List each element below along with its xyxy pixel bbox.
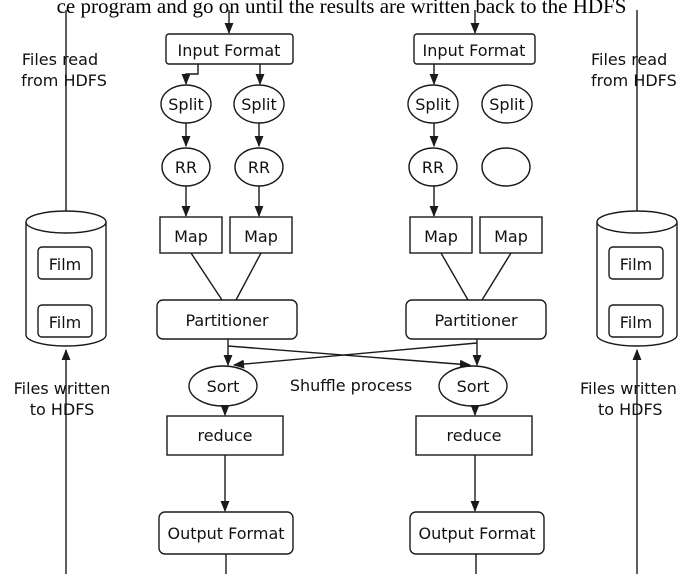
left-reduce-label: reduce — [197, 426, 252, 445]
right-empty-node — [481, 147, 531, 187]
left-rr-label-2: RR — [248, 158, 270, 177]
right-read-label-line2: from HDFS — [591, 71, 677, 90]
right-split-node-2 — [481, 84, 533, 124]
left-film-label-1: Film — [49, 255, 82, 274]
left-write-label-line1: Files written — [14, 379, 111, 398]
left-partitioner-box — [156, 299, 298, 340]
right-split-label-2: Split — [489, 95, 524, 114]
left-map-box-2 — [229, 216, 293, 254]
right-sort-label: Sort — [457, 377, 490, 396]
right-output-format-label: Output Format — [418, 524, 535, 543]
right-hdfs-cylinder: Film Film — [596, 210, 678, 347]
right-reduce-label: reduce — [446, 426, 501, 445]
left-map-label-2: Map — [244, 227, 278, 246]
right-map1-to-partitioner-line — [440, 252, 469, 301]
right-write-label-line1: Files written — [580, 379, 677, 398]
left-hdfs-cylinder: Film Film — [25, 210, 107, 347]
right-map-box-1 — [409, 216, 473, 254]
left-split-label-2: Split — [241, 95, 276, 114]
left-output-format-label: Output Format — [167, 524, 284, 543]
left-input-to-split1-arrow — [181, 64, 199, 86]
right-partitioner-box — [405, 299, 547, 340]
left-film-label-2: Film — [49, 313, 82, 332]
left-reduce-box — [166, 415, 284, 456]
right-rr-node — [408, 147, 458, 187]
right-map2-to-partitioner-line — [481, 252, 512, 301]
right-partitioner-label: Partitioner — [434, 311, 518, 330]
left-map-box-1 — [159, 216, 223, 254]
right-film-box-2 — [608, 304, 664, 338]
left-film-box-2 — [37, 304, 93, 338]
left-input-format-box — [165, 33, 294, 65]
right-input-format-box — [413, 33, 536, 65]
right-rr-label: RR — [422, 158, 444, 177]
left-map-label-1: Map — [174, 227, 208, 246]
right-map-label-2: Map — [494, 227, 528, 246]
left-map2-to-partitioner-line — [235, 252, 262, 301]
right-partitioner-to-left-sort-arrow — [232, 342, 478, 369]
left-film-box-1 — [37, 246, 93, 280]
right-film-label-1: Film — [620, 255, 653, 274]
left-partitioner-to-right-sort-arrow — [227, 345, 472, 369]
left-read-label-line1: Files read — [22, 50, 98, 69]
right-split-node-1 — [407, 84, 459, 124]
left-sort-label: Sort — [207, 377, 240, 396]
left-read-label-line2: from HDFS — [21, 71, 107, 90]
left-write-label-line2: to HDFS — [30, 400, 95, 419]
right-read-label-line1: Files read — [591, 50, 667, 69]
left-split-label-1: Split — [168, 95, 203, 114]
right-film-box-1 — [608, 246, 664, 280]
right-output-format-box — [409, 511, 545, 555]
shuffle-process-label: Shuffle process — [290, 376, 412, 395]
right-write-label-line2: to HDFS — [598, 400, 663, 419]
right-split-label-1: Split — [415, 95, 450, 114]
right-map-box-2 — [479, 216, 543, 254]
right-film-label-2: Film — [620, 313, 653, 332]
right-map-label-1: Map — [424, 227, 458, 246]
left-rr-label-1: RR — [175, 158, 197, 177]
left-partitioner-label: Partitioner — [185, 311, 269, 330]
right-input-format-label: Input Format — [423, 41, 526, 60]
right-reduce-box — [415, 415, 533, 456]
caption-text: ce program and go on until the results a… — [56, 0, 627, 18]
left-map1-to-partitioner-line — [190, 252, 223, 301]
left-input-format-label: Input Format — [178, 41, 281, 60]
